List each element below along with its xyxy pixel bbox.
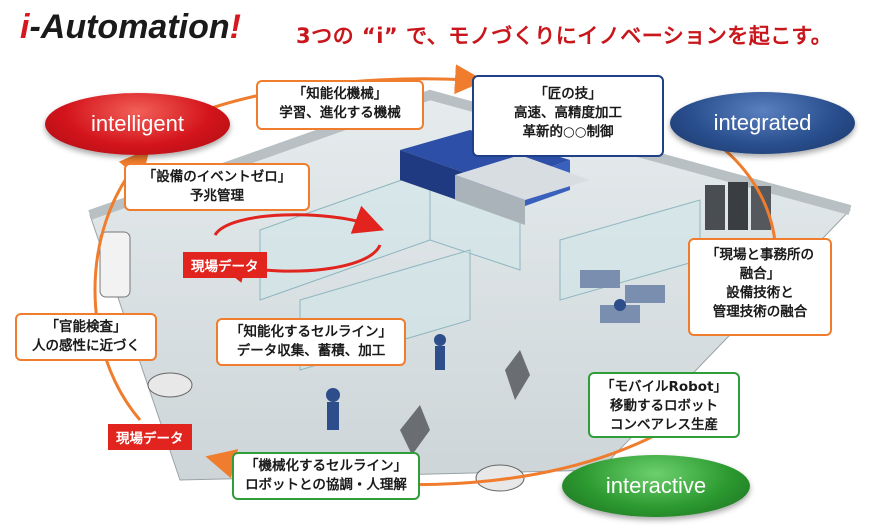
callout-body: 学習、進化する機械 [279, 105, 401, 121]
logo-bang: ! [229, 8, 241, 46]
office-desks [580, 270, 665, 323]
callout-craftsman: 「匠の技」 高速、高精度加工 革新的○○制御 [472, 75, 664, 157]
server-racks [705, 182, 771, 230]
callout-mechanized-cell: 「機械化するセルライン」 ロボットとの協調・人理解 [232, 452, 420, 500]
callout-title: 「官能検査」 [45, 319, 127, 335]
callout-body: 予兆管理 [190, 188, 244, 204]
callout-line: 移動するロボット [610, 398, 718, 414]
callout-line: 高速、高精度加工 [514, 105, 622, 121]
callout-mobile-robot: 「モバイルRobot」 移動するロボット コンベアレス生産 [588, 372, 740, 438]
callout-smart-cell: 「知能化するセルライン」 データ収集、蓄積、加工 [216, 318, 406, 366]
field-data-tag: 現場データ [183, 252, 267, 278]
callout-line: 融合」 [739, 266, 781, 282]
callout-body: ロボットとの協調・人理解 [245, 477, 407, 493]
callout-title: 「知能化機械」 [292, 86, 388, 102]
field-data-tag: 現場データ [108, 424, 192, 450]
callout-body: 人の感性に近づく [32, 338, 140, 354]
i-automation-logo: i-Automation! [20, 8, 241, 48]
callout-line: 「現場と事務所の [706, 247, 814, 263]
interactive-badge: interactive [562, 455, 750, 517]
callout-line: 管理技術の融合 [712, 304, 808, 320]
callout-line: 革新的○○制御 [522, 124, 614, 140]
callout-line: 設備技術と [726, 285, 794, 301]
callout-body: データ収集、蓄積、加工 [236, 343, 386, 359]
callout-title: 「モバイルRobot」 [600, 379, 728, 395]
intelligent-badge: intelligent [45, 93, 230, 155]
callout-line: コンベアレス生産 [610, 417, 718, 433]
data-loop-arrow [213, 205, 385, 236]
callout-title: 「機械化するセルライン」 [245, 458, 407, 474]
robots [99, 231, 626, 492]
orbit-arrow [93, 148, 150, 421]
callout-event-zero: 「設備のイベントゼロ」 予兆管理 [124, 163, 310, 211]
callout-title: 「匠の技」 [534, 86, 602, 102]
callout-sensory: 「官能検査」 人の感性に近づく [15, 313, 157, 361]
headline: 3つの “i” で、モノづくりにイノベーションを起こす。 [296, 24, 833, 48]
logo-i: i [20, 8, 30, 46]
logo-text: -Automation [29, 8, 230, 46]
callout-title: 「設備のイベントゼロ」 [142, 169, 292, 185]
callout-field-office: 「現場と事務所の 融合」 設備技術と 管理技術の融合 [688, 238, 832, 336]
callout-intelligent-machine: 「知能化機械」 学習、進化する機械 [256, 80, 424, 130]
integrated-badge: integrated [670, 92, 855, 154]
callout-title: 「知能化するセルライン」 [230, 324, 392, 340]
blue-machines [400, 130, 590, 225]
